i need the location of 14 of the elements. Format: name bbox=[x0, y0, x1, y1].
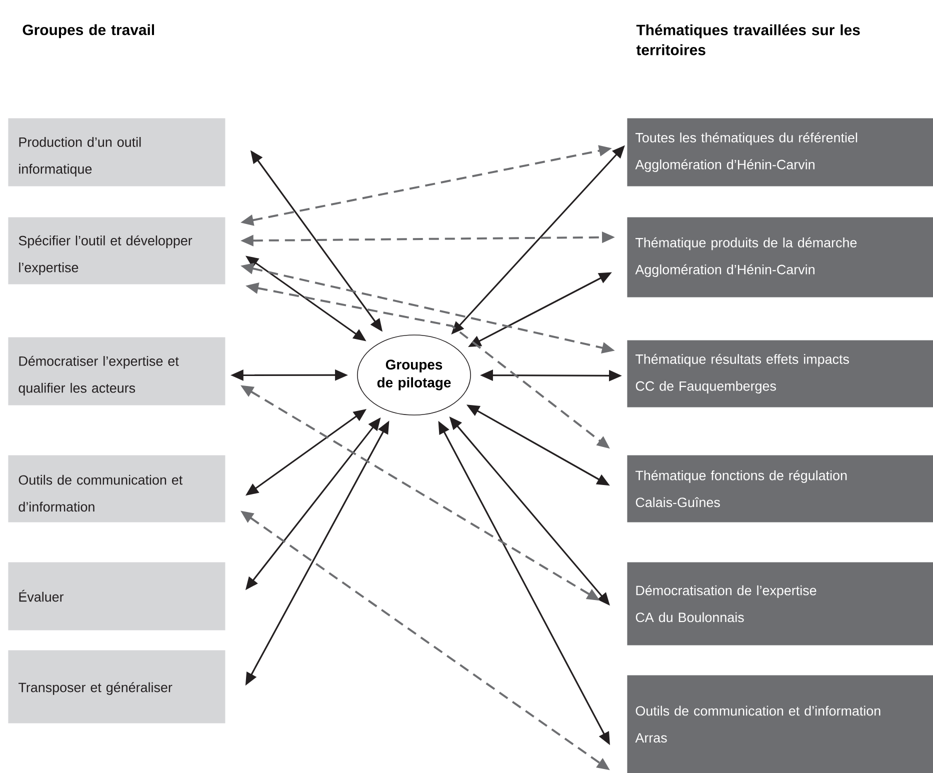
territory-box: Démocratisation de l’expertise CA du Boulonnais bbox=[627, 562, 933, 646]
territory-box: Thématique résultats effets impacts CC de Fauquemberges bbox=[627, 340, 933, 408]
column-heading: Groupes de travail bbox=[22, 24, 154, 38]
territory-box: Thématique fonctions de régulation Calais-Guînes bbox=[627, 455, 933, 522]
column-heading: Thématiques travaillées sur les territoires bbox=[636, 24, 860, 56]
work-group-box: Transposer et généraliser bbox=[8, 650, 226, 724]
territory-box: Toutes les thématiques du référentiel Agglomération d’Hénin-Carvin bbox=[627, 118, 933, 186]
territory-box: Thématique produits de la démarche Agglomération d’Hénin-Carvin bbox=[627, 217, 933, 298]
work-group-box: Démocratiser l’expertise et qualifier les acteurs bbox=[8, 337, 226, 406]
work-group-box: Évaluer bbox=[8, 562, 226, 630]
work-group-box: Outils de communication et d’information bbox=[8, 455, 226, 522]
territory-box: Outils de communication et d’information Arras bbox=[627, 675, 933, 773]
work-group-box: Spécifier l’outil et développer l’expertise bbox=[8, 217, 226, 284]
work-group-box: Production d’un outil informatique bbox=[8, 118, 226, 186]
